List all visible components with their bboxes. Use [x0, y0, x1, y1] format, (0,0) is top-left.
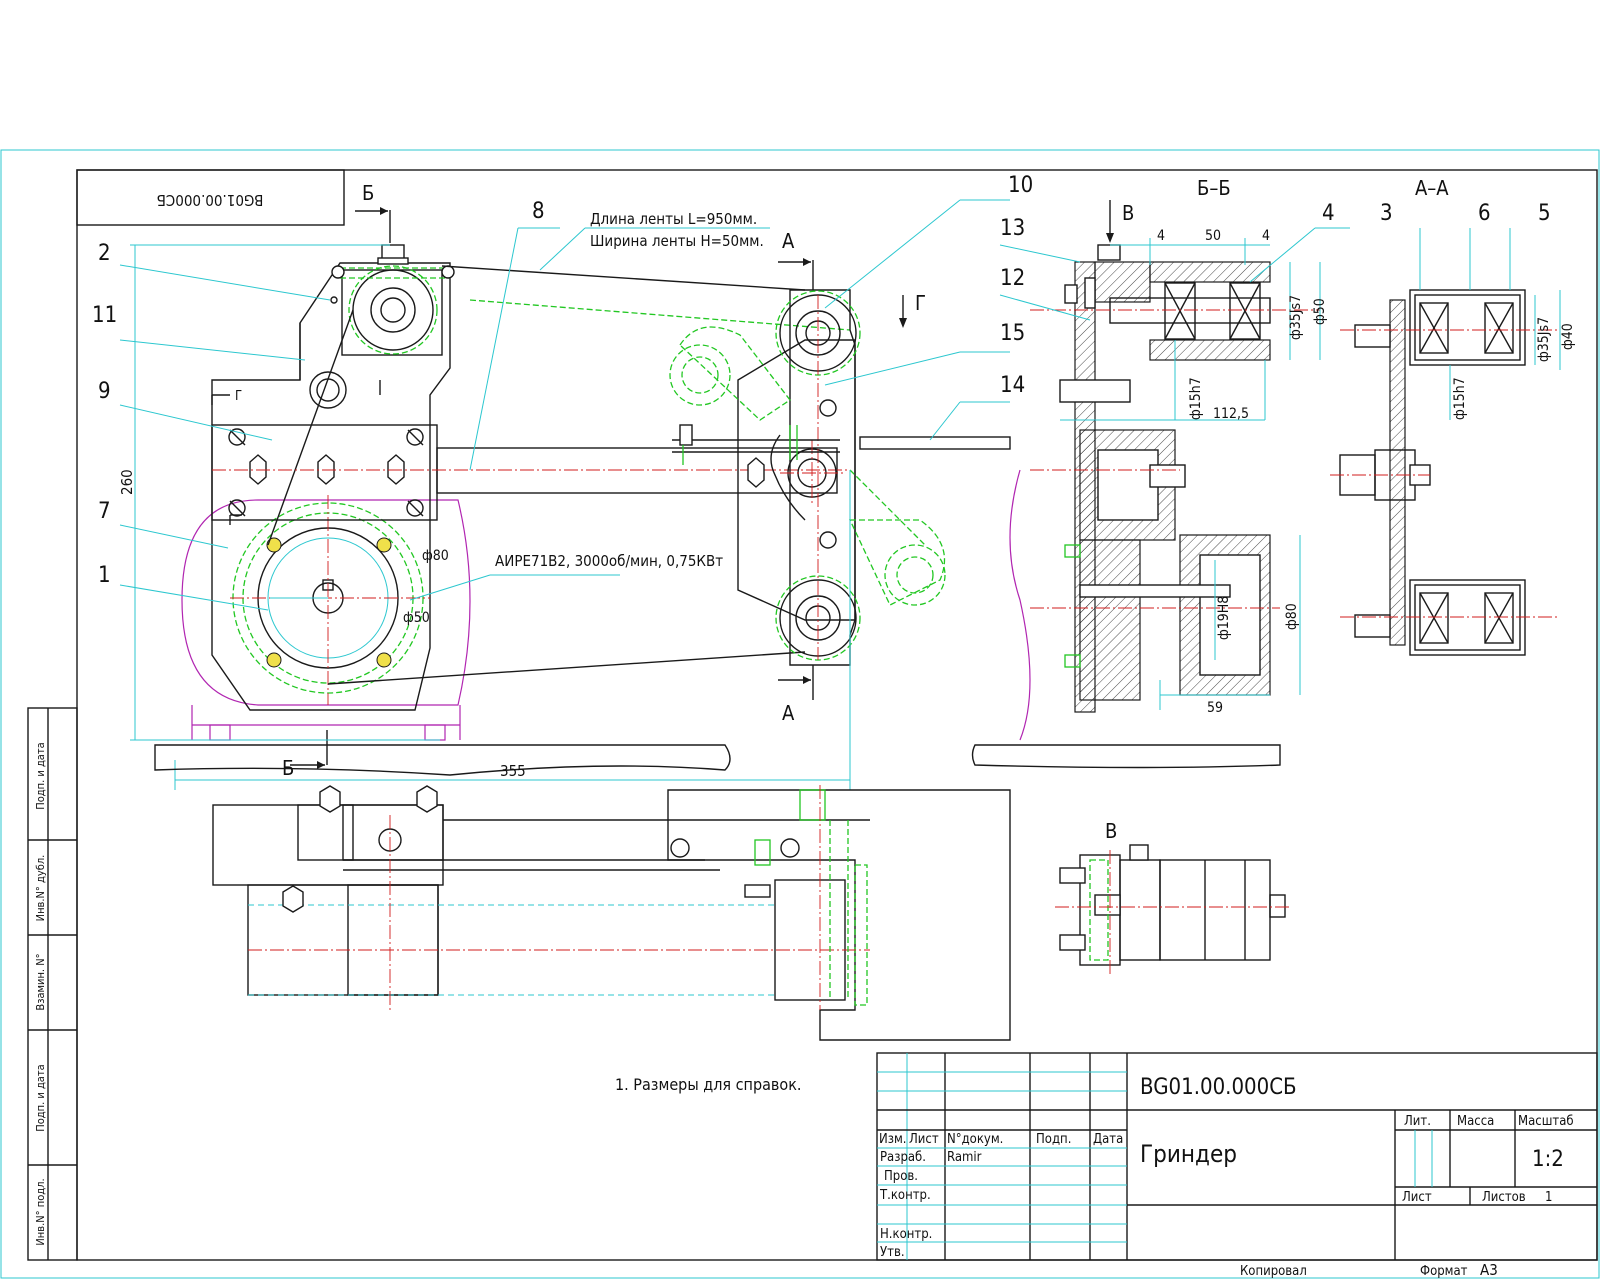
callout-7: 7	[98, 499, 111, 524]
tb-header-izm: Изм.	[879, 1132, 907, 1147]
motor-note: АИРЕ71В2, 3000об/мин, 0,75КВт	[495, 552, 723, 570]
callout-13: 13	[1000, 216, 1025, 241]
stamp-code-rotated: BG01.00.000СБ	[157, 191, 264, 209]
callout-3: 3	[1380, 201, 1393, 226]
tb-role-ncontrol: Н.контр.	[880, 1227, 932, 1242]
tb-developer-name: Ramir	[947, 1150, 982, 1165]
tb-header-date: Дата	[1093, 1132, 1123, 1147]
dim-bb-50d: ф50	[1312, 298, 1328, 325]
view-v	[1055, 844, 1290, 975]
section-b-b	[971, 200, 1350, 769]
tb-copied-label: Копировал	[1240, 1264, 1307, 1279]
tb-header-sheets: Листов	[1482, 1190, 1526, 1205]
side-stamp-1: Подп. и дата	[34, 742, 47, 809]
tb-role-tcontrol: Т.контр.	[879, 1188, 931, 1203]
callout-8: 8	[532, 199, 545, 224]
tb-role-developer: Разраб.	[880, 1150, 926, 1165]
callout-12: 12	[1000, 266, 1025, 291]
dim-bb-112: 112,5	[1213, 406, 1249, 422]
dim-bb-19h8: ф19H8	[1216, 596, 1232, 640]
belt-width-note: Ширина ленты H=50мм.	[590, 232, 764, 250]
tb-header-list: Лист	[909, 1132, 939, 1147]
outer-frame	[0, 149, 1600, 1279]
dim-bb-35js7: ф35Js7	[1288, 295, 1304, 340]
callout-10: 10	[1008, 173, 1033, 198]
tb-role-approved: Утв.	[880, 1245, 905, 1260]
dim-bb-15h7: ф15h7	[1188, 377, 1204, 420]
callout-9: 9	[98, 379, 111, 404]
tb-header-sheet: Лист	[1402, 1190, 1432, 1205]
callout-4: 4	[1322, 201, 1335, 226]
section-label-b-b: Б–Б	[1197, 176, 1231, 200]
dim-bb-59: 59	[1207, 700, 1223, 716]
tb-header-lit: Лит.	[1404, 1114, 1431, 1129]
dim-aa-35js7: ф35Js7	[1536, 317, 1552, 362]
belt-length-note: Длина ленты L=950мм.	[590, 210, 757, 228]
callout-1: 1	[98, 563, 111, 588]
drawing-labels: Длина ленты L=950мм. Ширина ленты H=50мм…	[92, 173, 1576, 1094]
dim-355: 355	[500, 762, 526, 780]
view-arrow-v: В	[1122, 201, 1134, 225]
main-plate	[211, 262, 451, 711]
side-stamp-3: Взамин. N°	[34, 953, 47, 1010]
cut-label-b-bottom: Б	[282, 756, 294, 780]
cut-label-a-bottom: А	[782, 701, 795, 725]
front-view	[119, 199, 1011, 790]
dim-bb-50: 50	[1205, 228, 1221, 244]
tb-role-checker: Пров.	[884, 1169, 918, 1184]
dim-aa-15h7: ф15h7	[1452, 377, 1468, 420]
plan-view	[212, 785, 1011, 1041]
motor-outline	[181, 499, 471, 706]
tb-header-sign: Подп.	[1036, 1132, 1071, 1147]
tb-format-label: Формат	[1420, 1264, 1468, 1279]
callout-6: 6	[1478, 201, 1491, 226]
cut-label-b-top: Б	[362, 181, 374, 205]
tb-title: Гриндер	[1140, 1140, 1237, 1168]
side-stamp-4: Подп. и дата	[34, 1064, 47, 1131]
callout-14: 14	[1000, 373, 1025, 398]
stamp-box	[76, 169, 345, 226]
dim-bb-4b: 4	[1262, 228, 1270, 244]
tb-format-value: А3	[1480, 1261, 1498, 1279]
g-corner-label: Г	[235, 389, 242, 404]
side-stamp-strip: Подп. и дата Инв.N° дубл. Взамин. N° Под…	[27, 707, 78, 1261]
dim-d50: ф50	[403, 610, 430, 626]
title-block: Изм. Лист N°докум. Подп. Дата Разраб. Ra…	[876, 1052, 1598, 1279]
cut-label-a-top: А	[782, 229, 795, 253]
dim-260: 260	[118, 469, 136, 495]
dim-d80: ф80	[422, 548, 449, 564]
beam	[436, 447, 838, 494]
dim-bb-4a: 4	[1157, 228, 1165, 244]
tb-sheets-count: 1	[1545, 1190, 1552, 1205]
arrow-label-g: Г	[915, 291, 926, 315]
view-label-v: В	[1105, 819, 1117, 843]
tb-header-doc: N°докум.	[947, 1132, 1003, 1147]
callout-15: 15	[1000, 321, 1025, 346]
dim-bb-80: ф80	[1284, 603, 1300, 630]
callout-2: 2	[98, 241, 111, 266]
dim-aa-40: ф40	[1560, 323, 1576, 350]
general-note-1: 1. Размеры для справок.	[615, 1075, 801, 1094]
section-a-a	[1330, 228, 1561, 656]
tb-header-mass: Масса	[1457, 1114, 1494, 1129]
callout-11: 11	[92, 303, 117, 328]
side-stamp-5: Инв.N° подл.	[34, 1178, 47, 1245]
callout-5: 5	[1538, 201, 1551, 226]
tb-designation: BG01.00.000СБ	[1140, 1075, 1297, 1100]
side-stamp-2: Инв.N° дубл.	[34, 855, 47, 922]
tb-scale-value: 1:2	[1532, 1147, 1564, 1172]
section-label-a-a: А–А	[1415, 176, 1449, 200]
tb-header-scale: Масштаб	[1518, 1114, 1574, 1129]
